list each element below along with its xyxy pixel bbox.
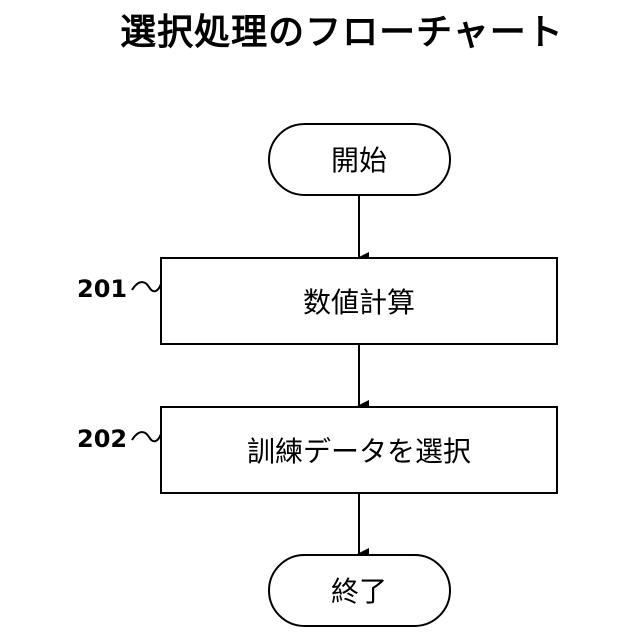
leader-tilde-201 [132,282,161,291]
node-step2: 訓練データを選択 202 [77,407,557,493]
node-step1: 数値計算 201 [77,258,557,344]
node-start: 開始 [269,124,450,195]
node-step1-label: 数値計算 [303,286,415,319]
node-end-label: 終了 [331,575,387,608]
leader-tilde-202 [132,432,161,441]
node-end: 終了 [269,555,450,626]
node-step2-label: 訓練データを選択 [247,435,471,468]
ref-number-202: 202 [77,425,127,453]
ref-number-201: 201 [77,275,127,303]
diagram-title: 選択処理のフローチャート [120,12,564,53]
node-start-label: 開始 [331,144,387,177]
